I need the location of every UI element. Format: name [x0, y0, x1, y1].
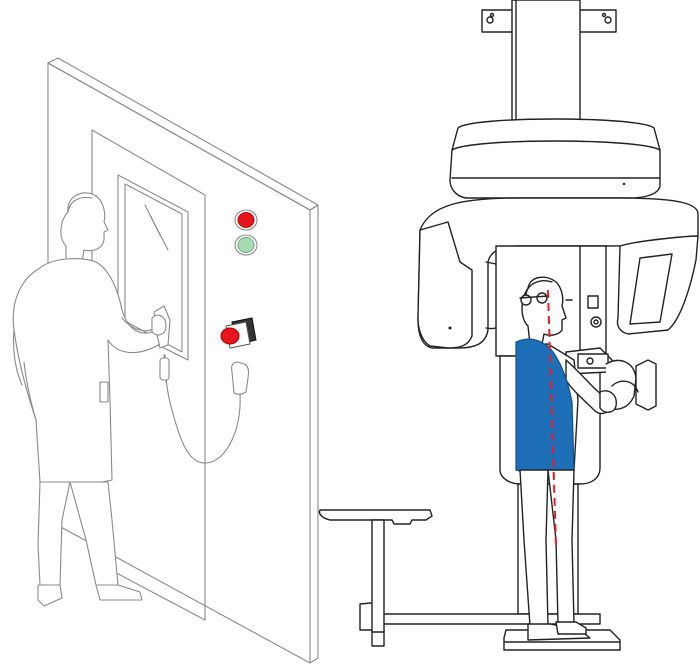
operator-back-arm	[23, 361, 37, 421]
window-outer	[117, 174, 189, 361]
operator-head	[60, 192, 109, 265]
bracket-screw-1b	[489, 12, 495, 18]
window-glare-2	[149, 214, 169, 251]
green-indicator-lamp-icon	[237, 237, 255, 253]
tube-head-left	[417, 221, 473, 349]
handle-bar	[611, 380, 639, 393]
temple-support-left-icon	[520, 294, 532, 306]
hand-switch-grip	[159, 357, 170, 381]
bracket-screw-1	[486, 16, 494, 24]
control-panel	[164, 209, 258, 464]
column-switch-icon	[587, 295, 599, 309]
handle-mount	[635, 359, 657, 411]
temple-support-right-icon	[536, 292, 548, 304]
door-top-edge	[47, 57, 319, 211]
sensor-head-right	[616, 235, 699, 335]
red-indicator-lamp-icon	[237, 212, 255, 228]
patient-shoe-right	[555, 621, 587, 635]
patient-figure	[515, 276, 617, 641]
door-frame-inner	[91, 129, 206, 621]
emergency-stop-button-icon	[220, 327, 240, 345]
operator-pocket	[99, 381, 109, 403]
patient-hair	[525, 280, 553, 297]
temple-support-bar	[519, 295, 549, 299]
mid-sagittal-alignment-line	[547, 289, 557, 547]
patient-hand	[599, 390, 617, 413]
operator-hand	[151, 314, 167, 336]
sensor-window	[629, 253, 673, 325]
bracket-screw-2b	[601, 12, 607, 18]
observation-window	[117, 174, 189, 361]
tube-head-dot	[448, 326, 452, 330]
window-inner	[124, 183, 183, 353]
stool-leg	[371, 519, 385, 633]
rotation-unit-housing	[449, 118, 661, 199]
operator-shoe-right	[95, 584, 143, 601]
stool	[318, 509, 433, 633]
bracket-screw-2	[604, 16, 612, 24]
hand-switch-holder	[231, 361, 250, 395]
operator-leg-left	[37, 481, 71, 586]
column-knob-center	[593, 319, 599, 325]
operator-shoe-left	[37, 584, 63, 607]
hand-switch-cable	[164, 354, 241, 464]
patient-head	[521, 276, 567, 345]
stool-seat	[318, 509, 433, 525]
operator-figure	[12, 192, 171, 607]
chin-rest-knob	[586, 357, 594, 365]
housing-seam	[451, 140, 661, 151]
column-knob-icon	[590, 316, 602, 328]
operator-hair	[67, 196, 93, 213]
upper-column	[511, 0, 581, 123]
housing-dot	[622, 182, 626, 186]
door-edge	[309, 204, 319, 664]
operator-arm-left	[12, 329, 23, 386]
